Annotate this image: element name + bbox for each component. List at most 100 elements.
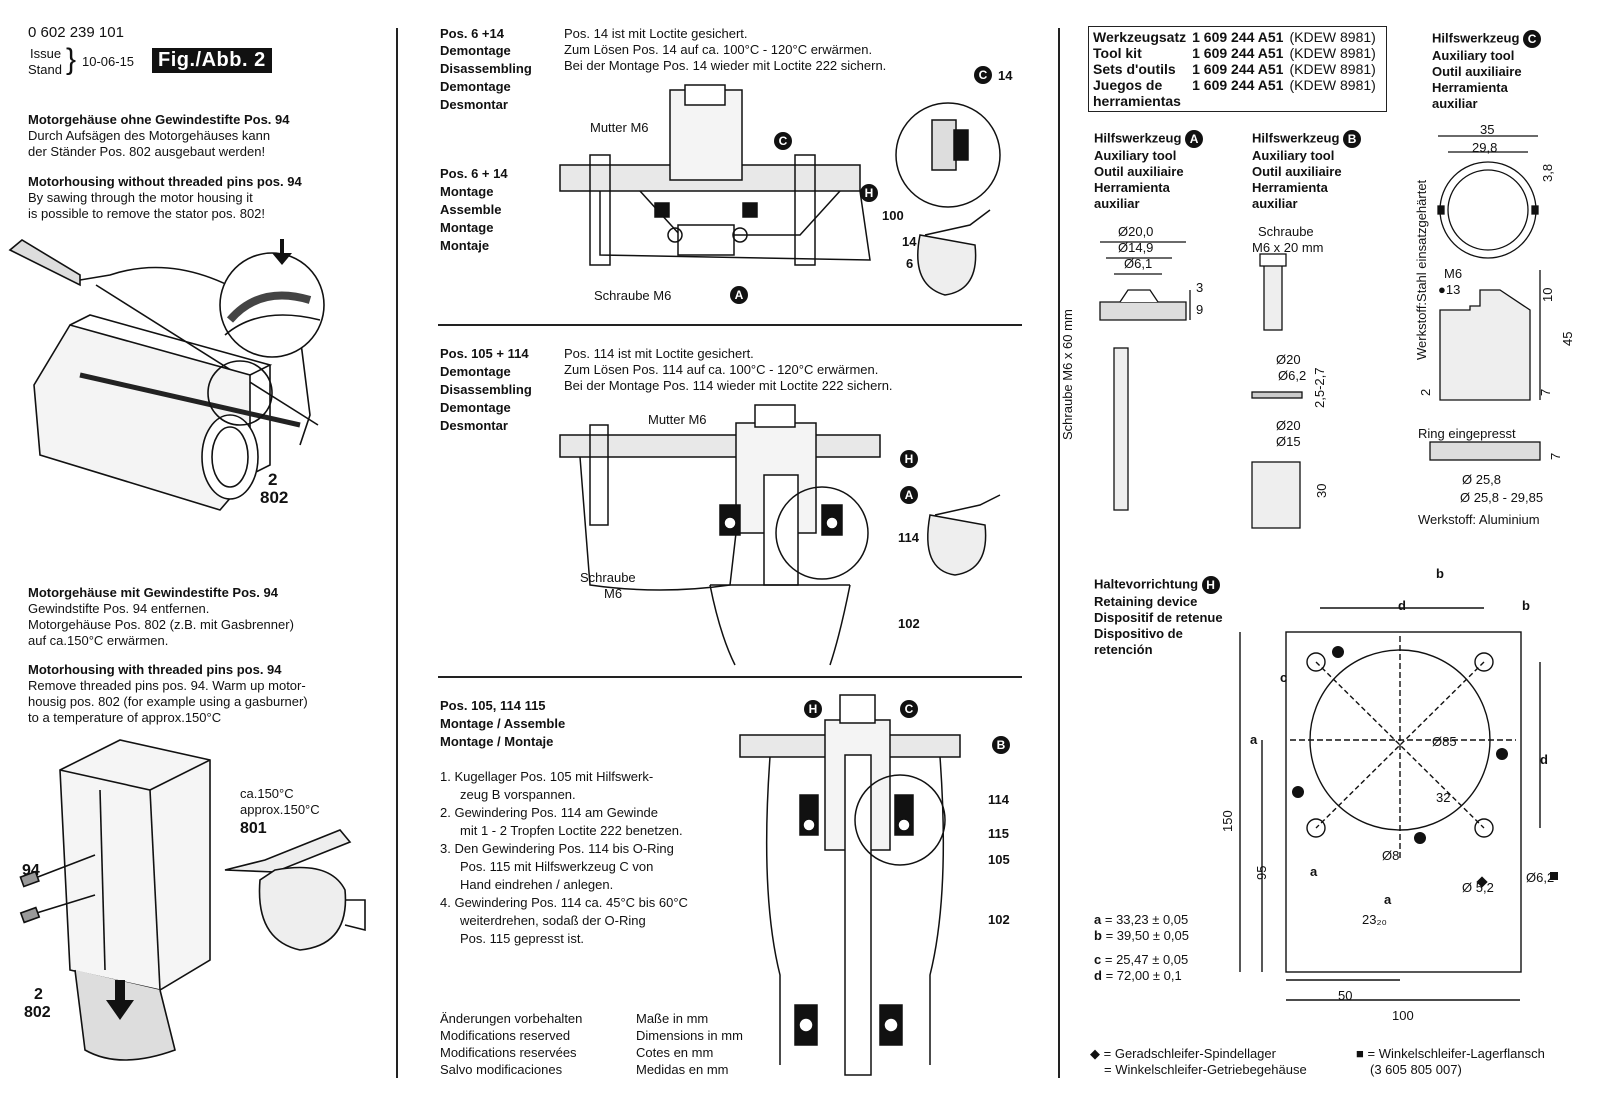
ring-label: Ring eingepresst: [1418, 426, 1516, 441]
plate-dim-85: Ø85: [1432, 734, 1457, 749]
badge-a: A: [730, 286, 748, 304]
s3-label-115: 115: [988, 826, 1009, 841]
de-heading-2: Motorgehäuse mit Gewindestifte Pos. 94: [28, 585, 278, 600]
diamond-icon: ◆: [1090, 1046, 1100, 1061]
badge-a-2: A: [900, 486, 918, 504]
arrow-down-icon: [106, 980, 134, 1020]
tool-c-heading: Hilfswerkzeug C Auxiliary tool Outil aux…: [1432, 30, 1542, 112]
en-text-2b: housig pos. 802 (for example using a gas…: [28, 694, 308, 709]
badge-c: C: [774, 132, 792, 150]
tool-a-dim-3: Ø6,1: [1124, 256, 1153, 271]
issue-label: Issue: [30, 46, 62, 61]
s2-text-3: Bei der Montage Pos. 114 wieder mit Loct…: [564, 378, 893, 393]
s3-label-114: 114: [988, 792, 1009, 807]
footer-right-4: Medidas en mm: [636, 1062, 729, 1077]
tool-b-screw-2: M6 x 20 mm: [1252, 240, 1324, 255]
footnote-diamond: ◆ = Geradschleifer-Spindellager = Winkel…: [1090, 1046, 1307, 1077]
badge-a: A: [1185, 130, 1204, 148]
plate-dim-c: c: [1280, 670, 1288, 685]
plate-dim-150: 150: [1220, 810, 1235, 832]
footer-left-1: Änderungen vorbehalten: [440, 1011, 583, 1026]
tool-b-dim-6: 30: [1314, 483, 1329, 498]
temp-en: approx.150°C: [240, 802, 320, 817]
fig2-label-94: 94: [22, 862, 40, 879]
fig2-label-802: 802: [24, 1004, 51, 1021]
s1-assembly-es: Montaje: [440, 238, 490, 253]
s1-label-mutter: Mutter M6: [590, 120, 649, 135]
badge-c: C: [1523, 30, 1542, 48]
s1-text-2: Zum Lösen Pos. 14 auf ca. 100°C - 120°C …: [564, 42, 873, 57]
plate-dim-a1: a: [1250, 732, 1258, 747]
plate-dim-62: Ø6,2: [1526, 870, 1555, 885]
s1-text-1: Pos. 14 ist mit Loctite gesichert.: [564, 26, 748, 41]
badge-c-detail: C: [974, 66, 992, 84]
plate-dim-a3: a: [1384, 892, 1392, 907]
badge-h-2: H: [900, 450, 918, 468]
tool-c-dim-2: 29,8: [1472, 140, 1498, 155]
plate-dim-d2: d: [1540, 752, 1548, 767]
s1-assembly-fr: Montage: [440, 220, 494, 235]
s2-label-114: 114: [898, 530, 919, 545]
s1-pos2: Pos. 6 + 14: [440, 166, 508, 181]
plate-dim-a2: a: [1310, 864, 1318, 879]
step-4: 4. Gewindering Pos. 114 ca. 45°C bis 60°…: [440, 895, 688, 910]
en-heading-2: Motorhousing with threaded pins pos. 94: [28, 662, 282, 677]
step-1b: zeug B vorspannen.: [460, 787, 576, 802]
dimension-legend: a = 33,23 ± 0,05 b = 39,50 ± 0,05 c = 25…: [1094, 912, 1189, 984]
footer-left-4: Salvo modificaciones: [440, 1062, 563, 1077]
footer-dimensions: Maße in mm Dimensions in mm Cotes en mm …: [636, 1010, 743, 1078]
figure-label: Fig./Abb. 2: [152, 48, 272, 73]
en-text-2a: Remove threaded pins pos. 94. Warm up mo…: [28, 678, 306, 693]
s2-heading-de: Demontage: [440, 364, 511, 379]
tool-b-dim-5: Ø15: [1276, 434, 1301, 449]
plate-dim-32: 32: [1436, 790, 1451, 805]
s1-assembly-en: Assemble: [440, 202, 502, 217]
legend-c: c = 25,47 ± 0,05: [1094, 952, 1189, 967]
plate-dim-23: 23₂₀: [1362, 912, 1387, 927]
table-row: herramientas: [1093, 93, 1181, 109]
s1-assembly-de: Montage: [440, 184, 494, 199]
en-text-1b: is possible to remove the stator pos. 80…: [28, 206, 266, 221]
badge-h: H: [1201, 576, 1220, 594]
badge-h: H: [860, 184, 878, 202]
s3-pos: Pos. 105, 114 115: [440, 698, 546, 713]
s2-pos: Pos. 105 + 114: [440, 346, 529, 361]
s1-label-schraube: Schraube M6: [594, 288, 672, 303]
s1-label-100: 100: [882, 208, 904, 223]
fig1-label-2: 2: [268, 470, 278, 489]
s3-label-105: 105: [988, 852, 1010, 867]
s1-pos: Pos. 6 +14: [440, 26, 504, 41]
plate-dim-50: 50: [1338, 988, 1353, 1003]
tool-a-dim-2: Ø14,9: [1118, 240, 1154, 255]
section-divider-1: [438, 324, 1022, 326]
section3-tool-drawing: [739, 694, 961, 1076]
s2-heading-es: Desmontar: [440, 418, 508, 433]
alu-material: Werkstoff: Aluminium: [1418, 512, 1540, 527]
s2-heading-fr: Demontage: [440, 400, 511, 415]
legend-d: d = 72,00 ± 0,1: [1094, 968, 1182, 983]
arrow-down-icon: [272, 239, 292, 265]
en-text-1a: By sawing through the motor housing it: [28, 190, 253, 205]
badge-c-3: C: [900, 700, 918, 718]
s1-heading-es: Desmontar: [440, 97, 508, 112]
issue-date: 10-06-15: [82, 54, 135, 69]
step-3: 3. Den Gewindering Pos. 114 bis O-Ring: [440, 841, 674, 856]
retaining-device-heading: Haltevorrichtung H Retaining device Disp…: [1094, 576, 1223, 657]
s2-label-mutter: Mutter M6: [648, 412, 707, 427]
footer-reservations: Änderungen vorbehalten Modifications res…: [440, 1010, 582, 1078]
doc-number: 0 602 239 101: [28, 24, 124, 41]
column-divider-1: [396, 28, 398, 1078]
badge-h-3: H: [804, 700, 822, 718]
badge-b-3: B: [992, 736, 1010, 754]
s3-label-102: 102: [988, 912, 1010, 927]
tool-c-dim-5: ●13: [1438, 282, 1461, 297]
de-text-2c: auf ca.150°C erwärmen.: [28, 633, 169, 648]
s3-heading-2: Montage / Montaje: [440, 734, 554, 749]
de-text-2a: Gewindstifte Pos. 94 entfernen.: [28, 601, 210, 616]
brace-icon: }: [66, 43, 77, 76]
step-3c: Hand eindrehen / anlegen.: [460, 877, 614, 892]
s2-text-2: Zum Lösen Pos. 114 auf ca. 100°C - 120°C…: [564, 362, 879, 377]
de-heading-1: Motorgehäuse ohne Gewindestifte Pos. 94: [28, 112, 290, 127]
